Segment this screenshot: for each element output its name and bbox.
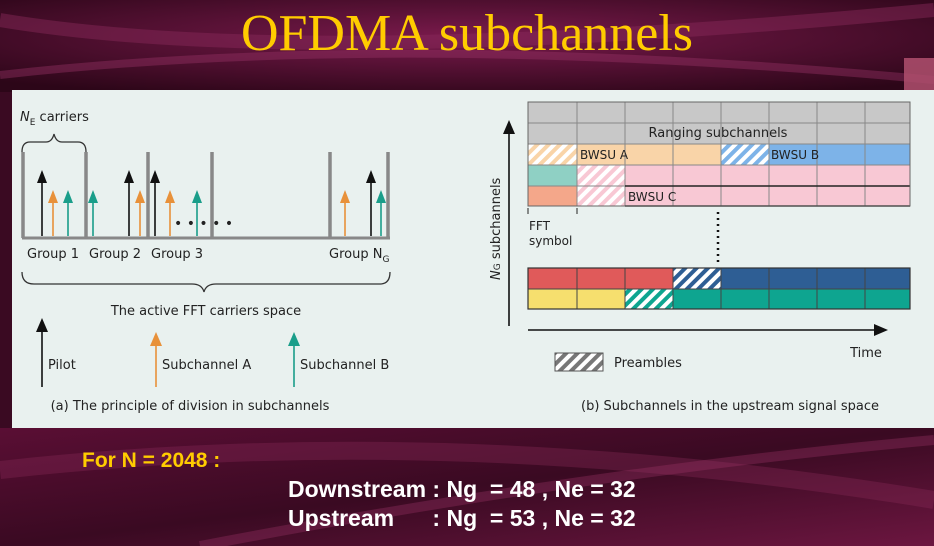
ne-brace — [21, 133, 87, 153]
subchannel-b-arrow-icon — [288, 332, 300, 346]
caption-b: (b) Subchannels in the upstream signal s… — [581, 399, 879, 414]
footer-upstream: Upstream : Ng = 53 , Ne = 32 — [288, 505, 636, 531]
legend-subchannel-a: Subchannel A — [150, 332, 251, 387]
preamble-hatch-icon — [554, 352, 604, 372]
time-label: Time — [849, 346, 882, 361]
subchannel-a-arrow-icon — [150, 332, 162, 346]
group-3-label: Group 3 — [151, 247, 203, 262]
upper-grid — [527, 101, 911, 207]
pilot-carrier — [150, 170, 160, 236]
group-1-label: Group 1 — [27, 247, 79, 262]
bwsu-b-label: BWSU B — [771, 148, 819, 162]
subchannel-a-carrier — [165, 190, 175, 236]
svg-text:Pilot: Pilot — [48, 358, 76, 373]
subchannel-b-carrier — [376, 190, 386, 236]
fft-symbol-label-line2: symbol — [529, 234, 572, 248]
slide-title: OFDMA subchannels — [240, 5, 694, 62]
bwsu-c-label: BWSU C — [628, 190, 676, 204]
fft-symbol-bracket — [527, 208, 578, 214]
x-axis-arrow-icon — [874, 324, 888, 336]
diagram-b: NG subchannels Time — [489, 101, 911, 414]
y-axis-arrow-icon — [503, 120, 515, 134]
legend-pilot: Pilot — [36, 318, 76, 387]
active-space-brace — [21, 271, 391, 293]
subchannel-a-carrier — [48, 190, 58, 236]
pilot-arrow-icon — [36, 318, 48, 332]
ranging-subchannels-label: Ranging subchannels — [649, 126, 788, 141]
subchannel-b-carrier — [63, 190, 73, 236]
group-ng-label: Group NG — [329, 247, 389, 265]
lower-grid — [527, 267, 911, 310]
svg-text:Subchannel A: Subchannel A — [162, 358, 251, 373]
caption-a: (a) The principle of division in subchan… — [51, 399, 330, 414]
ne-carriers-label: NE carriers — [20, 110, 89, 128]
svg-text:Subchannel B: Subchannel B — [300, 358, 389, 373]
diagram-a: NE carriers • • • • • Group 1 Group 2 Gr… — [20, 110, 391, 414]
groups-ellipsis: • • • • • — [174, 216, 233, 232]
svg-text:Preambles: Preambles — [614, 356, 682, 371]
group-separators — [21, 152, 390, 238]
subchannel-a-carrier — [340, 190, 350, 236]
subchannel-b-carrier — [192, 190, 202, 236]
active-space-label: The active FFT carriers space — [110, 304, 301, 319]
legend-subchannel-b: Subchannel B — [288, 332, 389, 387]
ofdma-figure: NE carriers • • • • • Group 1 Group 2 Gr… — [12, 90, 934, 428]
pilot-carrier — [37, 170, 47, 236]
bwsu-a-label: BWSU A — [580, 148, 629, 162]
legend-preambles: Preambles — [554, 352, 682, 372]
carrier-arrows — [37, 170, 386, 236]
y-axis-label: NG subchannels — [489, 177, 504, 280]
pilot-carrier — [366, 170, 376, 236]
subchannel-b-carrier — [88, 190, 98, 236]
subchannel-a-carrier — [135, 190, 145, 236]
fft-symbol-label-line1: FFT — [529, 219, 551, 233]
group-2-label: Group 2 — [89, 247, 141, 262]
footer-downstream: Downstream : Ng = 48 , Ne = 32 — [288, 476, 636, 502]
pilot-carrier — [124, 170, 134, 236]
footer-condition: For N = 2048 : — [82, 449, 221, 472]
